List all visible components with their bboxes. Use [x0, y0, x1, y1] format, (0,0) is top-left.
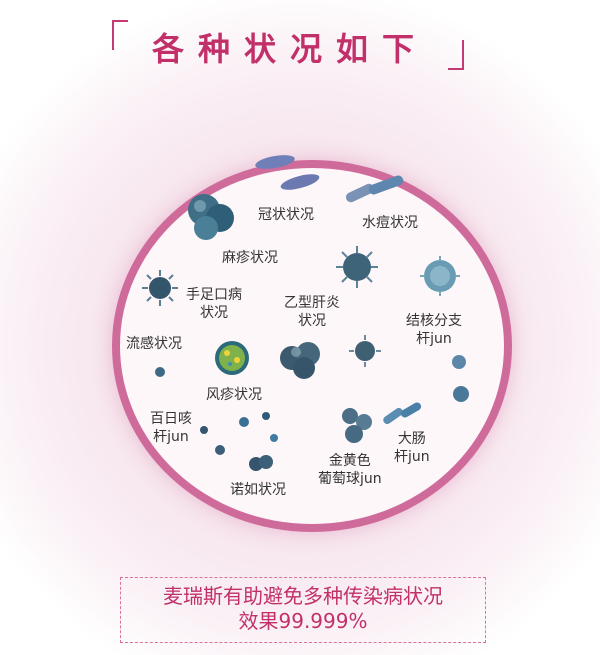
- label-ecoli-line2: 杆jun: [394, 449, 430, 465]
- label-ecoli: 大肠 杆jun: [394, 430, 430, 466]
- varicella-rods: [345, 175, 404, 203]
- label-influenza: 流感状况: [126, 336, 182, 352]
- page-title: 各种状况如下: [151, 30, 428, 68]
- coronavirus-rods: [255, 155, 320, 190]
- label-hfmd: 手足口病 状况: [186, 286, 242, 322]
- label-tuberculosis: 结核分支 杆jun: [406, 312, 462, 348]
- tuberculosis-virus: [420, 256, 460, 296]
- label-hfmd-line2: 状况: [200, 305, 228, 321]
- label-staphylococcus-line2: 葡萄球jun: [318, 471, 382, 487]
- label-measles: 麻疹状况: [222, 250, 278, 266]
- label-coronavirus: 冠状状况: [258, 207, 314, 223]
- label-hepatitis-b: 乙型肝炎 状况: [284, 294, 340, 330]
- ecoli-rods: [383, 402, 422, 425]
- label-pertussis: 百日咳 杆jun: [150, 410, 192, 446]
- label-varicella: 水痘状况: [362, 215, 418, 231]
- staphylococcus-cluster: [342, 408, 372, 443]
- pertussis-dots: [200, 412, 278, 455]
- label-staphylococcus-line1: 金黄色: [328, 453, 371, 469]
- label-tuberculosis-line1: 结核分支: [406, 313, 462, 329]
- label-pertussis-line2: 杆jun: [153, 429, 189, 445]
- label-hepatitis-b-line1: 乙型肝炎: [284, 295, 340, 311]
- right-bracket: [448, 40, 464, 70]
- label-tuberculosis-line2: 杆jun: [416, 331, 452, 347]
- label-pertussis-line1: 百日咳: [150, 411, 192, 427]
- title-block: 各种状况如下: [0, 14, 600, 74]
- norovirus-cluster: [249, 455, 273, 471]
- label-hepatitis-b-line2: 状况: [298, 313, 326, 329]
- label-rubella: 风疹状况: [206, 387, 262, 403]
- left-bracket: [112, 20, 128, 50]
- hepatitis-b-virus: [336, 246, 378, 288]
- central-cluster: [280, 342, 320, 379]
- efficacy-box: 麦瑞斯有助避免多种传染病状况 效果99.999%: [120, 577, 486, 643]
- influenza-dots: [155, 367, 165, 377]
- label-staphylococcus: 金黄色 葡萄球jun: [318, 452, 382, 488]
- label-ecoli-line1: 大肠: [397, 431, 426, 447]
- right-edge-cells: [452, 355, 469, 402]
- efficacy-line1: 麦瑞斯有助避免多种传染病状况: [163, 584, 443, 608]
- measles-cluster: [188, 194, 234, 240]
- label-hfmd-line1: 手足口病: [186, 287, 242, 303]
- label-norovirus: 诺如状况: [230, 482, 286, 498]
- small-virus: [349, 335, 381, 367]
- hand-foot-mouth-virus: [142, 270, 178, 306]
- efficacy-line2: 效果99.999%: [238, 609, 368, 633]
- rubella-virus: [215, 341, 249, 375]
